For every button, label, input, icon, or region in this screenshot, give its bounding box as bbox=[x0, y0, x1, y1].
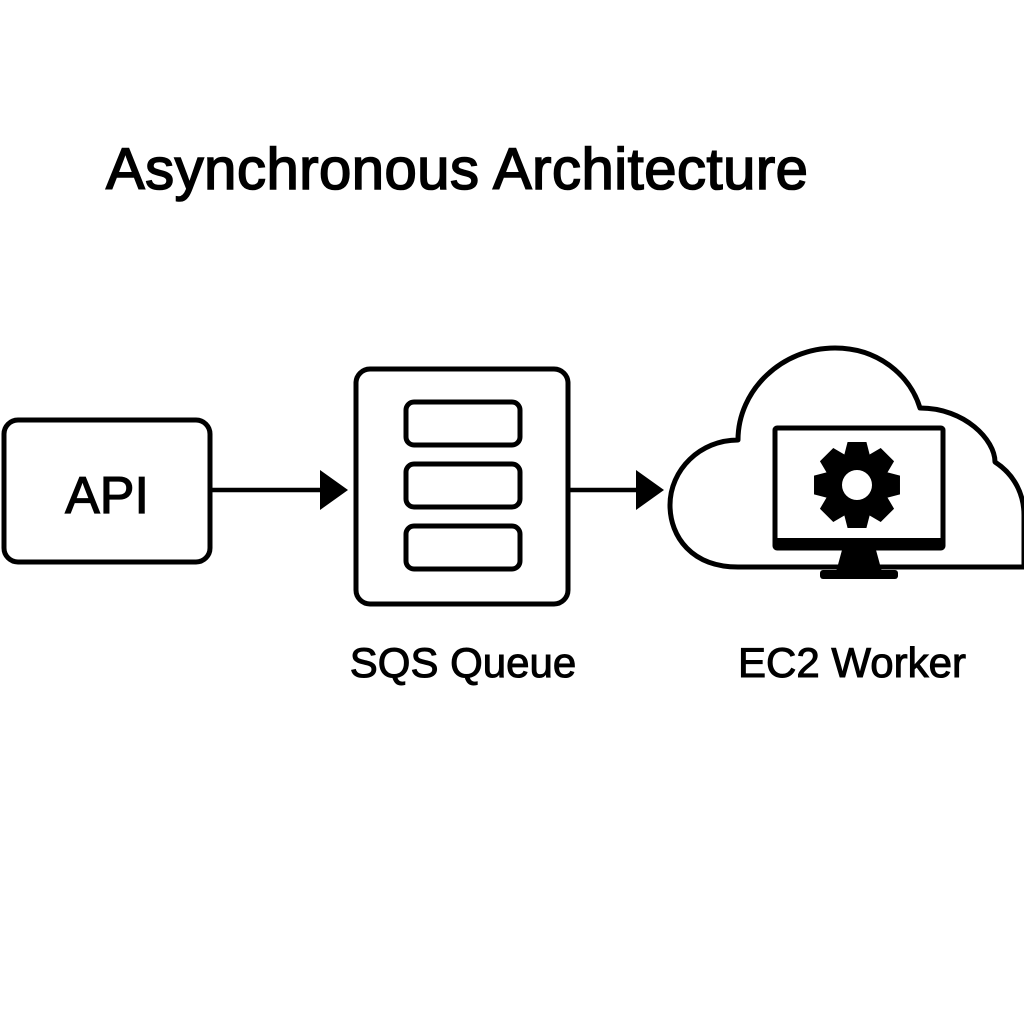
api-node: API bbox=[1, 417, 213, 565]
api-box bbox=[1, 417, 213, 565]
queue-slot bbox=[403, 523, 523, 572]
queue-slot bbox=[403, 461, 523, 510]
queue-box bbox=[353, 366, 571, 607]
worker-node: EC2 Worker bbox=[667, 345, 1024, 687]
api-label: API bbox=[65, 467, 149, 525]
queue-node: SQS Queue bbox=[349, 366, 577, 687]
arrow-queue-to-worker bbox=[570, 470, 664, 510]
worker-label: EC2 Worker bbox=[738, 639, 966, 686]
gear-icon bbox=[814, 442, 900, 528]
queue-icon bbox=[403, 399, 523, 572]
queue-slot bbox=[403, 399, 523, 448]
diagram-title: Asynchronous Architecture bbox=[105, 136, 809, 203]
arrow-api-to-queue bbox=[212, 470, 348, 510]
cloud-icon bbox=[667, 345, 1024, 570]
monitor-icon bbox=[772, 425, 946, 579]
queue-label: SQS Queue bbox=[350, 639, 576, 686]
